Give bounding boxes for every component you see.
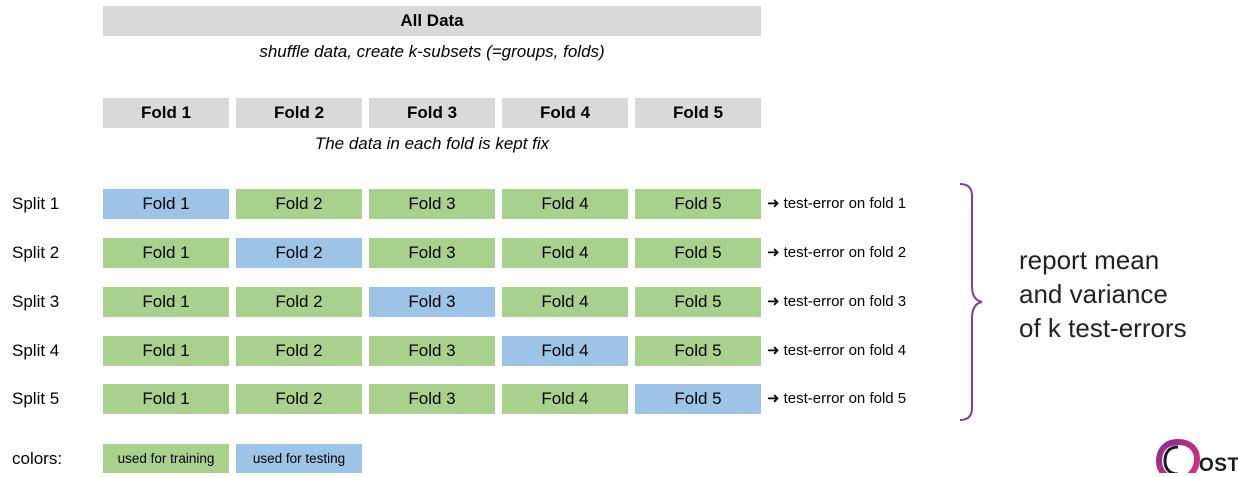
fold-header-label: Fold 1 [140,103,192,122]
fold-cell-train: Fold 3 [369,384,495,414]
fold-cell-train: Fold 3 [369,238,495,268]
all-data-bar: All Data [103,6,761,36]
arrow-icon: ➜ [767,390,780,407]
fold-cell-train: Fold 4 [502,384,628,414]
fold-cell-train: Fold 2 [236,189,362,219]
fold-cell-train: Fold 2 [236,384,362,414]
fold-cell-test: Fold 3 [369,287,495,317]
split-result-text: test-error on fold 1 [783,195,907,212]
arrow-icon: ➜ [767,293,780,310]
split-result-text: test-error on fold 4 [783,342,907,359]
fold-cell-train: Fold 1 [103,336,229,366]
fold-header-4: Fold 4 [502,98,628,128]
fold-cell-train: Fold 3 [369,189,495,219]
fold-cell-train: Fold 1 [103,287,229,317]
split-label: Split 1 [12,194,60,213]
fold-header-label: Fold 2 [273,103,325,122]
split-result: ➜test-error on fold 1 [767,189,906,219]
fold-cell-train: Fold 2 [236,336,362,366]
fold-cell-test: Fold 2 [236,238,362,268]
curly-brace [959,183,983,421]
ost-logo-icon [1156,439,1201,473]
fold-cell-train: Fold 5 [635,189,761,219]
split-result-text: test-error on fold 2 [783,244,907,261]
fold-header-label: Fold 5 [672,103,724,122]
fold-header-1: Fold 1 [103,98,229,128]
all-data-label: All Data [400,11,464,30]
fixed-caption: The data in each fold is kept fix [314,134,550,153]
fold-cell-test: Fold 5 [635,384,761,414]
fold-cell-train: Fold 5 [635,238,761,268]
fold-cell-train: Fold 4 [502,238,628,268]
fold-cell-train: Fold 1 [103,238,229,268]
fold-header-label: Fold 3 [406,103,458,122]
split-result: ➜test-error on fold 3 [767,287,906,317]
split-result-text: test-error on fold 5 [783,390,907,407]
fold-header-5: Fold 5 [635,98,761,128]
fold-cell-test: Fold 1 [103,189,229,219]
report-line-3: of k test-errors [1019,313,1187,343]
split-label: Split 5 [12,389,60,408]
fold-cell-train: Fold 2 [236,287,362,317]
split-result: ➜test-error on fold 5 [767,384,906,414]
fold-cell-train: Fold 4 [502,189,628,219]
fold-header-3: Fold 3 [369,98,495,128]
fold-cell-train: Fold 4 [502,287,628,317]
report-text: report mean and variance of k test-error… [1019,243,1187,345]
split-label: Split 2 [12,243,60,262]
split-label: Split 3 [12,292,60,311]
split-label: Split 4 [12,341,60,360]
fold-cell-test: Fold 4 [502,336,628,366]
fold-header-label: Fold 4 [539,103,591,122]
arrow-icon: ➜ [767,342,780,359]
split-result: ➜test-error on fold 2 [767,238,906,268]
fold-header-2: Fold 2 [236,98,362,128]
arrow-icon: ➜ [767,195,780,212]
legend-testing: used for testing [236,444,362,473]
fold-cell-train: Fold 1 [103,384,229,414]
arrow-icon: ➜ [767,244,780,261]
legend-training: used for training [103,444,229,473]
report-line-2: and variance [1019,279,1168,309]
fold-cell-train: Fold 5 [635,336,761,366]
brace-path [959,183,983,421]
logo-text: OST [1199,455,1238,476]
split-result: ➜test-error on fold 4 [767,336,906,366]
fold-cell-train: Fold 3 [369,336,495,366]
split-result-text: test-error on fold 3 [783,293,907,310]
report-line-1: report mean [1019,245,1160,275]
legend-label: colors: [12,449,63,468]
fold-cell-train: Fold 5 [635,287,761,317]
shuffle-caption: shuffle data, create k-subsets (=groups,… [259,42,605,61]
